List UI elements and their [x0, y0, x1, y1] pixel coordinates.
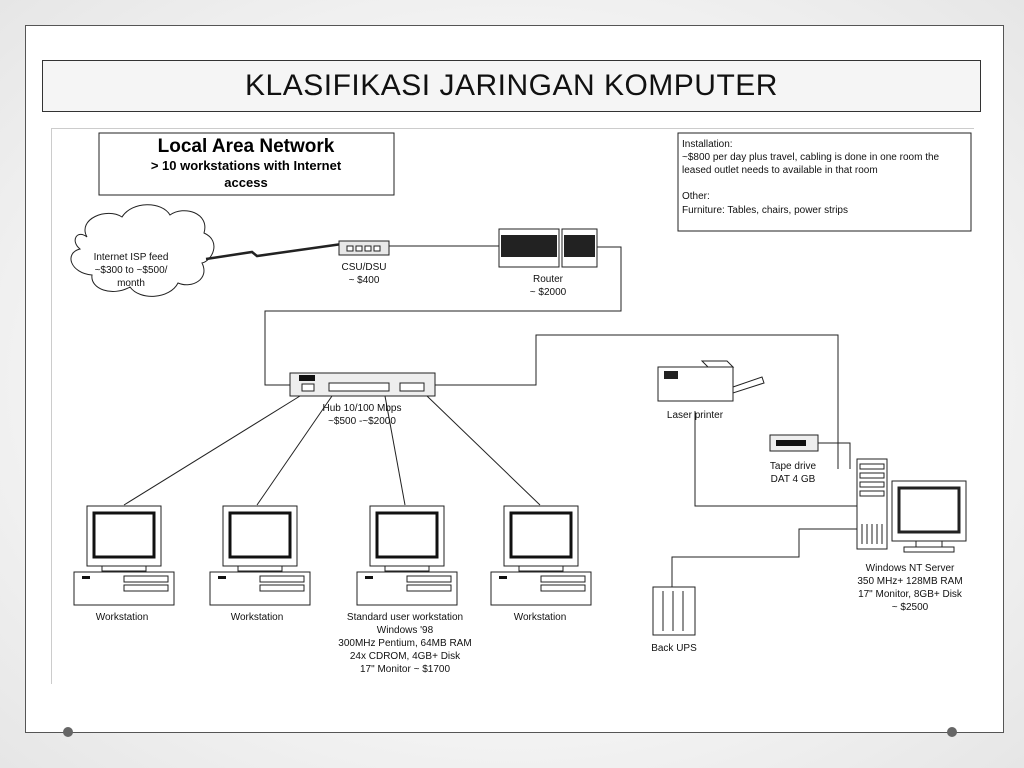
- workstation-3-line-4: 24x CDROM, 4GB+ Disk: [350, 651, 461, 662]
- lan-line-2: access: [224, 175, 267, 190]
- workstation-3-line-2: Windows '98: [377, 625, 434, 636]
- workstation-device-1: [73, 505, 175, 606]
- printer-name: Laser printer: [667, 410, 724, 421]
- workstation-device-2: [209, 505, 311, 606]
- ups-device: [652, 586, 696, 636]
- laser-printer-device: [657, 360, 765, 402]
- lan-line-1: > 10 workstations with Internet: [151, 158, 342, 173]
- hub-price: ~$500 -~$2000: [328, 416, 396, 427]
- slide-title: KLASIFIKASI JARINGAN KOMPUTER: [42, 60, 981, 112]
- csu-name: CSU/DSU: [341, 262, 386, 273]
- tape-drive-device: [769, 434, 819, 452]
- server-line-1: Windows NT Server: [866, 563, 955, 574]
- csu-price: ~ $400: [349, 275, 380, 286]
- server-line-2: 350 MHz+ 128MB RAM: [857, 576, 962, 587]
- workstation-3-line-5: 17" Monitor ~ $1700: [360, 664, 450, 675]
- tape-name: Tape drive: [770, 461, 817, 472]
- router-price: ~ $2000: [530, 287, 567, 298]
- workstation-device-3: [356, 505, 458, 606]
- workstation-device-4: [490, 505, 592, 606]
- connection-lines: [123, 242, 857, 587]
- server-line-4: ~ $2500: [892, 602, 929, 613]
- network-diagram: Local Area Network > 10 workstations wit…: [51, 128, 974, 684]
- workstation-4-label: Workstation: [514, 612, 567, 623]
- info-line-6: Furniture: Tables, chairs, power strips: [682, 205, 848, 216]
- corner-dot-left: [63, 727, 73, 737]
- isp-link: [205, 242, 343, 261]
- tape-spec: DAT 4 GB: [771, 474, 816, 485]
- server-device: [856, 458, 967, 553]
- workstation-3-line-1: Standard user workstation: [347, 612, 463, 623]
- hub-name: Hub 10/100 Mbps: [323, 403, 402, 414]
- info-line-3: leased outlet needs to available in that…: [682, 165, 878, 176]
- workstation-3-line-3: 300MHz Pentium, 64MB RAM: [338, 638, 471, 649]
- cloud-line-2: ~$300 to ~$500/: [95, 265, 168, 276]
- diagram-svg: Local Area Network > 10 workstations wit…: [70, 132, 972, 675]
- hub-device: [289, 372, 436, 397]
- installation-box: [677, 132, 972, 232]
- lan-title: Local Area Network: [158, 136, 335, 157]
- cloud-line-1: Internet ISP feed: [94, 252, 169, 263]
- cloud-line-3: month: [117, 278, 145, 289]
- info-line-1: Installation:: [682, 139, 733, 150]
- router-name: Router: [533, 274, 564, 285]
- workstation-1-label: Workstation: [96, 612, 149, 623]
- lan-box: [98, 132, 395, 196]
- router-device: [498, 228, 598, 268]
- info-line-5: Other:: [682, 191, 710, 202]
- workstation-2-label: Workstation: [231, 612, 284, 623]
- internet-cloud: [70, 204, 215, 297]
- info-line-2: ~$800 per day plus travel, cabling is do…: [682, 152, 940, 163]
- csu-dsu-device: [338, 240, 390, 256]
- ups-name: Back UPS: [651, 643, 697, 654]
- corner-dot-right: [947, 727, 957, 737]
- server-line-3: 17" Monitor, 8GB+ Disk: [858, 589, 963, 600]
